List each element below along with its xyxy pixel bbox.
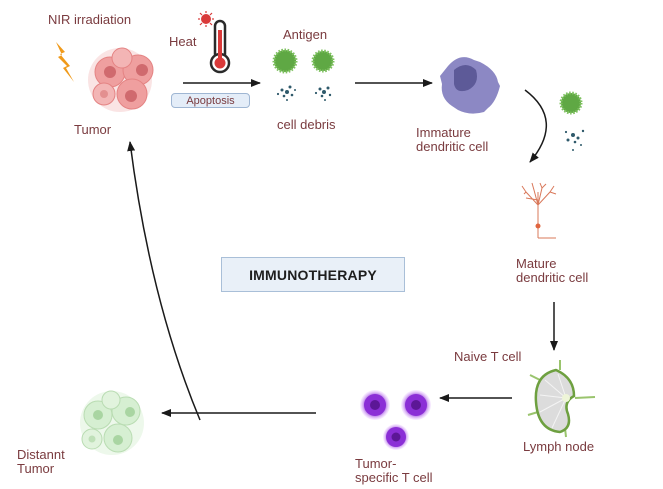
antigen-icon-small [559,91,583,115]
thermometer-icon [209,19,231,74]
mature-dendritic-cell-icon [521,182,557,239]
antigen-icon [272,48,335,74]
label-distant-tumor-1: Distannt [17,447,65,462]
heat-sun-icon [198,11,214,27]
distant-tumor-icon [80,390,144,455]
label-antigen: Antigen [283,27,328,42]
label-heat: Heat [169,34,197,49]
immunotherapy-title-box: IMMUNOTHERAPY [221,257,405,292]
label-lymph-node: Lymph node [523,439,595,454]
cell-debris-icon [276,85,332,101]
label-mature-dc-2: dendritic cell [516,270,589,285]
label-immature-dc-1: Immature [416,125,471,140]
label-tumor-specific-2: specific T cell [355,470,433,485]
label-cell-debris: cell debris [277,117,336,132]
label-tumor: Tumor [74,122,112,137]
label-mature-dc-1: Mature [516,256,557,271]
tumor-specific-t-cell-icon [360,390,431,450]
cell-debris-icon-small [564,129,585,151]
lightning-icon [56,42,74,82]
label-nir-irradiation: NIR irradiation [48,12,132,27]
label-naive-t-cell: Naive T cell [454,349,522,364]
tumor-icon [88,47,154,112]
lymph-node-icon [527,360,596,438]
label-distant-tumor-2: Tumor [17,461,55,476]
arrow-immature-to-mature [524,89,547,163]
apoptosis-badge: Apoptosis [171,93,250,108]
label-tumor-specific-1: Tumor- [355,456,397,471]
arrow-back-to-tumor [127,141,201,421]
label-immature-dc-2: dendritic cell [416,139,489,154]
immature-dendritic-cell-icon [440,57,500,114]
